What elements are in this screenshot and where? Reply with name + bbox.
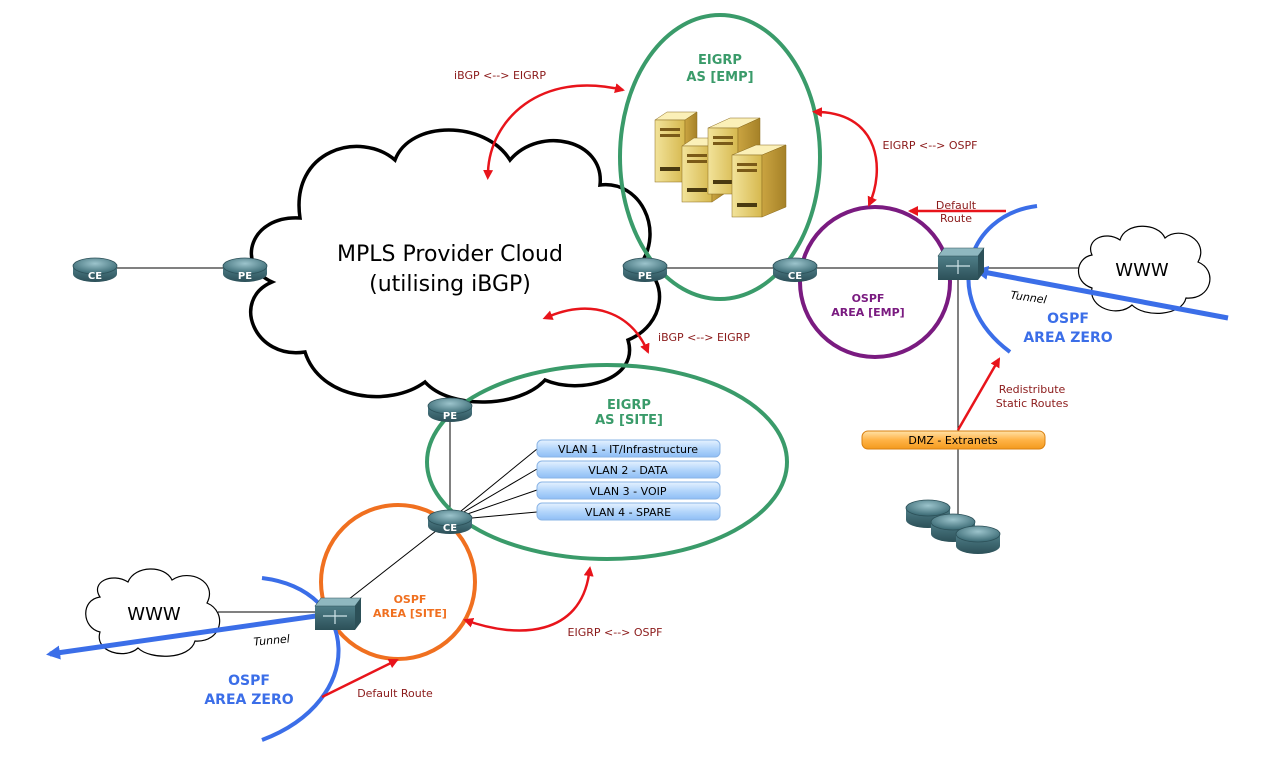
router-ce-site-icon: CE [427, 509, 473, 534]
ce-emp-label: CE [788, 271, 802, 282]
vlan-bar-3 [536, 481, 721, 500]
ibgp-eigrp-top-arrow [483, 83, 625, 180]
eigrp-ospf-emp-arrow [812, 107, 879, 207]
tunnel-right-arrow [974, 265, 1229, 321]
vlan-label-1: VLAN 1 - IT/Infrastructure [558, 443, 698, 456]
pe-right-label: PE [638, 271, 652, 282]
ibgp-eigrp-top-label: iBGP <--> EIGRP [454, 69, 546, 82]
pe-bottom-label: PE [443, 411, 457, 422]
default-route-left-label: Default Route [357, 687, 433, 700]
pe-left-label: PE [238, 271, 252, 282]
area-zero-left-label: OSPF [228, 673, 270, 689]
vlan-label-3: VLAN 3 - VOIP [590, 485, 667, 498]
redistribute-sublabel: Static Routes [996, 397, 1069, 410]
eigrp-emp-label: EIGRP [698, 53, 742, 68]
eigrp-ospf-emp-label: EIGRP <--> OSPF [883, 139, 978, 152]
ospf-site-label: OSPF [394, 593, 427, 606]
ce-left-label: CE [88, 271, 102, 282]
eigrp-ospf-site-label: EIGRP <--> OSPF [568, 626, 663, 639]
ibgp-eigrp-mid-label: iBGP <--> EIGRP [658, 331, 750, 344]
tunnel-left-label: Tunnel [253, 632, 290, 648]
redistribute-static-arrow [956, 357, 1001, 431]
ospf-emp-label: OSPF [852, 292, 885, 305]
server-cluster-icon [654, 111, 787, 218]
cloud-subtitle: (utilising iBGP) [369, 272, 531, 297]
edge-router-right-icon [937, 247, 985, 280]
edge-router-left-icon [314, 597, 362, 630]
cloud-title: MPLS Provider Cloud [337, 242, 563, 267]
redistribution-arrows [321, 83, 1006, 699]
vlan-list: VLAN 1 - IT/Infrastructure VLAN 2 - DATA… [536, 439, 721, 521]
tunnel-left-arrow [46, 611, 331, 660]
internet-cloud-right [1077, 225, 1211, 314]
router-ce-emp-icon: CE [772, 257, 818, 282]
tunnel-right-label: Tunnel [1010, 289, 1048, 307]
eigrp-emp-sublabel: AS [EMP] [686, 70, 753, 85]
area-zero-left-boundary [261, 576, 341, 742]
area-zero-right-sublabel: AREA ZERO [1023, 330, 1112, 346]
vlan-label-2: VLAN 2 - DATA [588, 464, 668, 477]
vlan-bar-1 [536, 439, 721, 458]
eigrp-site-sublabel: AS [SITE] [595, 413, 663, 428]
router-pe-bottom-icon: PE [427, 397, 473, 422]
router-pe-left-icon: PE [222, 257, 268, 282]
area-zero-right-label: OSPF [1047, 311, 1089, 327]
default-route-left-arrow [321, 658, 399, 699]
www-right-label: WWW [1115, 260, 1169, 281]
www-left-label: WWW [127, 604, 181, 625]
vlan-bar-2 [536, 460, 721, 479]
vlan-label-4: VLAN 4 - SPARE [585, 506, 671, 519]
ce-site-label: CE [443, 523, 457, 534]
ospf-site-sublabel: AREA [SITE] [373, 607, 447, 620]
default-route-right-label: Default [936, 199, 977, 212]
dmz-bar [861, 430, 1046, 450]
dmz-label: DMZ - Extranets [908, 434, 998, 447]
eigrp-site-boundary [425, 363, 789, 561]
dmz-router-stack-icon [905, 499, 1001, 554]
ospf-emp-sublabel: AREA [EMP] [831, 306, 904, 319]
eigrp-ospf-site-arrow [463, 566, 594, 632]
area-zero-left-sublabel: AREA ZERO [204, 692, 293, 708]
ibgp-eigrp-mid-arrow [542, 307, 650, 354]
default-route-right-sublabel: Route [940, 212, 972, 225]
router-ce-left-icon: CE [72, 257, 118, 282]
eigrp-site-label: EIGRP [607, 398, 651, 413]
redistribute-label: Redistribute [999, 383, 1066, 396]
ospf-emp-boundary [798, 205, 952, 359]
vlan-bar-4 [536, 502, 721, 521]
router-pe-right-icon: PE [622, 257, 668, 282]
